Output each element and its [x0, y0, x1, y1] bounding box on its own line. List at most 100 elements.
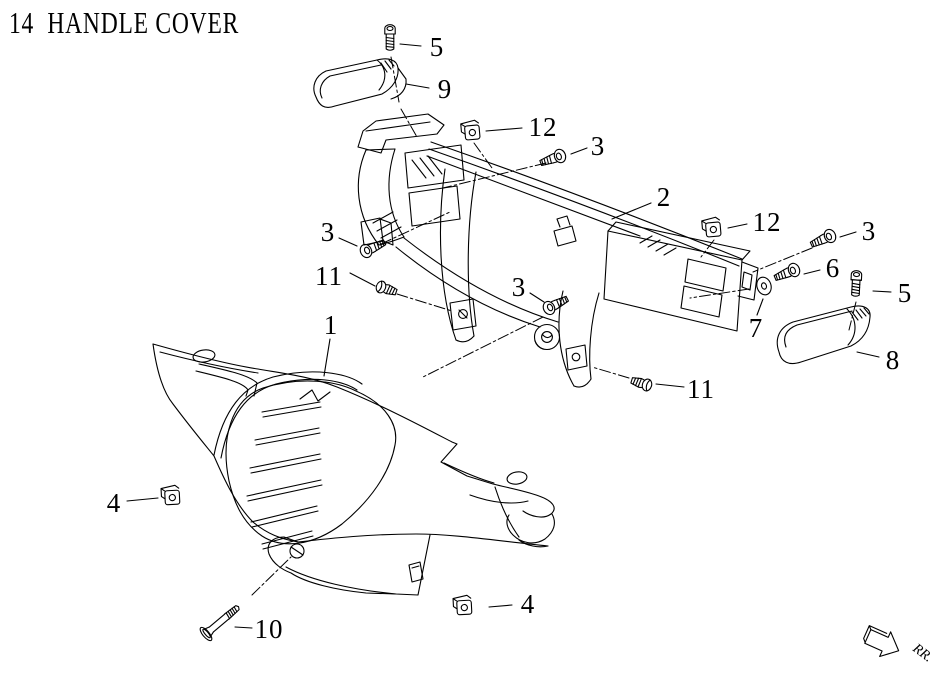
screw-3-middle [540, 292, 571, 318]
part-9-garnish-drawing [313, 58, 407, 108]
callout-5-right: 5 [898, 278, 913, 308]
lower-rim [403, 237, 559, 323]
callout-3-top-leader [570, 147, 588, 155]
screw-10 [197, 599, 245, 643]
axis-line [380, 211, 451, 245]
washer-7 [754, 274, 774, 298]
bolt-5-top [384, 24, 396, 51]
page-title: 14 HANDLE COVER [9, 5, 240, 40]
callout-4-left-leader [126, 497, 159, 502]
outer-left-edge [152, 343, 299, 543]
meter-opening [404, 144, 465, 189]
axis-line [700, 239, 715, 258]
callout-4-bottom-leader [488, 604, 513, 608]
center-opening [225, 380, 397, 545]
axis-line [420, 316, 544, 379]
callout-10-leader [234, 626, 253, 629]
vent-slat [250, 505, 319, 528]
hood-bracket [357, 113, 445, 154]
callout-12-right: 12 [753, 207, 782, 237]
axis-line [251, 556, 292, 596]
outer-bottom-edge [297, 533, 549, 547]
callout-8: 8 [886, 345, 901, 375]
callout-3-top: 3 [591, 131, 606, 161]
callout-10: 10 [255, 614, 284, 644]
right-flange [737, 261, 759, 301]
rear-direction-label: RR. [909, 641, 935, 666]
meter-opening [408, 185, 461, 227]
screw-6 [771, 261, 803, 285]
axis-line [689, 288, 750, 299]
callout-3-mid-leader [529, 292, 545, 303]
lower-flap [285, 534, 431, 596]
direction-arrow-icon [864, 629, 900, 658]
vent-slat [246, 479, 323, 502]
callout-3-left-leader [338, 237, 358, 247]
vent-slat [261, 401, 322, 418]
axis-line [591, 366, 630, 379]
vent-slat [261, 530, 314, 550]
hatch-lines [372, 211, 402, 239]
callout-9: 9 [438, 74, 453, 104]
callout-11-right: 11 [687, 374, 715, 404]
callout-7-leader [756, 298, 764, 316]
vent-slat [299, 389, 331, 402]
part-2-rear-handle-cover-drawing [357, 113, 759, 388]
part-8-garnish-drawing [776, 305, 871, 365]
grommet [533, 323, 561, 351]
axis-line [400, 108, 418, 138]
left-wing-slot [198, 363, 258, 397]
left-leg [439, 168, 457, 341]
axis-line [396, 293, 453, 312]
callout-12-left-leader [485, 127, 523, 132]
left-wing-hole [192, 349, 216, 363]
callout-7: 7 [749, 313, 764, 343]
collar-ridge [213, 371, 363, 456]
harness-clip [553, 225, 577, 247]
callout-4-left: 4 [107, 488, 122, 518]
screw-3-right [807, 226, 839, 252]
callout-5-top: 5 [430, 32, 445, 62]
callout-12-left: 12 [529, 112, 558, 142]
vent-slat [254, 427, 321, 446]
bolt-5-right [849, 269, 863, 298]
axis-line [752, 247, 813, 273]
axis-line [442, 162, 547, 189]
right-leg-hole [565, 344, 588, 371]
callout-3-right-leader [839, 231, 857, 238]
rear-direction-indicator: RR. [863, 625, 935, 666]
screw-3-left [357, 235, 389, 261]
nut-4-bottom [452, 594, 473, 616]
callout-9-leader [405, 83, 430, 89]
right-box [603, 230, 743, 332]
callout-6-leader [803, 269, 821, 275]
callout-1: 1 [324, 310, 339, 340]
right-claw [506, 513, 555, 544]
nut-12-right [700, 216, 722, 238]
callout-3-left: 3 [321, 217, 336, 247]
alignment-lines [251, 56, 857, 596]
axis-line [848, 301, 857, 331]
callout-11-left: 11 [315, 261, 343, 291]
screw-3-top [537, 147, 569, 170]
callout-5-right-leader [872, 290, 892, 293]
screw-11-right [629, 374, 654, 393]
nut-4-left [160, 484, 181, 506]
axis-line [390, 56, 400, 103]
top-edge-strip [430, 141, 743, 260]
right-wing-hole [506, 471, 528, 485]
callout-8-leader [856, 351, 880, 358]
left-body [357, 149, 380, 246]
axis-line [473, 142, 493, 169]
right-leg [558, 290, 575, 387]
outer-top-edge [152, 343, 555, 518]
screw-11-left [374, 279, 399, 299]
chin-screw-hole [289, 543, 305, 559]
callout-2: 2 [657, 182, 672, 212]
callout-1-leader [323, 338, 331, 377]
callout-11-left-leader [349, 272, 376, 287]
chin [267, 536, 397, 595]
box-opening [680, 285, 723, 318]
callout-3-right: 3 [862, 216, 877, 246]
